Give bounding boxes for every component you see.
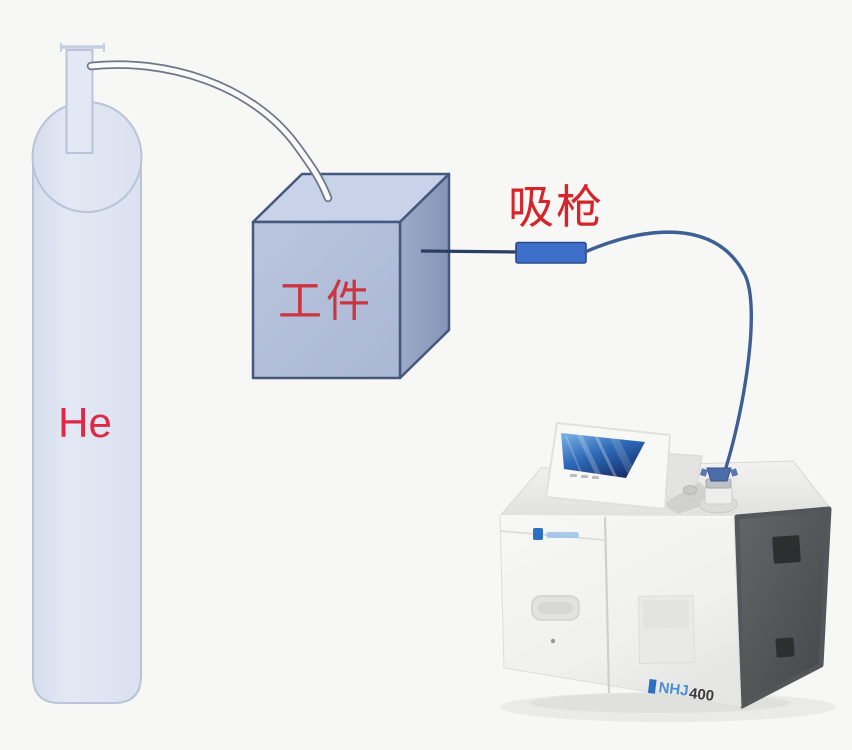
detector-inlet-port xyxy=(683,467,739,514)
sniffer-wand-line xyxy=(420,249,520,254)
svg-text:NHJ 400: NHJ 400 xyxy=(657,679,715,705)
helium-fill-tube xyxy=(86,60,333,203)
sniffer-hose xyxy=(583,230,753,482)
inlet-collar xyxy=(704,486,733,505)
model-prefix: NHJ xyxy=(658,679,690,700)
front-label-plate xyxy=(637,595,696,664)
model-suffix: 400 xyxy=(688,685,715,705)
top-gray-patch xyxy=(662,482,718,514)
detector-logo xyxy=(533,528,579,540)
sniffer-label: 吸枪 xyxy=(508,181,604,233)
workpiece-cube xyxy=(251,172,451,380)
detector-console xyxy=(545,422,718,514)
cylinder-body xyxy=(32,149,142,704)
cylinder-valve-handle xyxy=(60,43,105,52)
workpiece-label: 工件 xyxy=(278,277,374,326)
screen-glare xyxy=(565,433,638,478)
clamp-wing-right xyxy=(730,468,739,477)
helium-cylinder: He xyxy=(31,43,143,704)
front-panel-seam xyxy=(603,516,611,694)
clamp-wing-left xyxy=(699,468,708,477)
inlet-clamp xyxy=(706,467,732,482)
cylinder-label: He xyxy=(58,399,112,446)
leak-detector: NHJ 400 xyxy=(498,422,836,722)
console-buttons[interactable] xyxy=(570,474,599,479)
sniffer-gun xyxy=(515,241,587,264)
side-vent-upper xyxy=(772,535,801,564)
model-badge-icon xyxy=(647,678,657,694)
front-handle-inner xyxy=(538,602,573,614)
inlet-knob xyxy=(683,485,697,495)
front-top-highlight xyxy=(499,515,735,518)
front-indicator-dot xyxy=(550,638,556,644)
touchscreen[interactable] xyxy=(561,433,645,478)
cube-front-face xyxy=(251,220,402,380)
detector-side-panel xyxy=(734,506,832,709)
detector-model-badge: NHJ 400 xyxy=(647,678,715,705)
side-vent-lower xyxy=(775,637,795,658)
